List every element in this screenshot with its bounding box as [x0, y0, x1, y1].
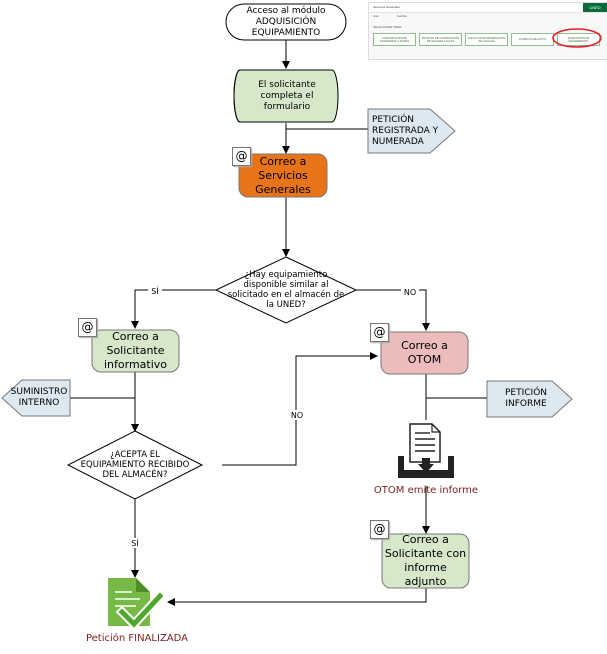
email-solicitante-label: Correo a Solicitante informativo [103, 330, 168, 371]
module-screenshot: Servicios Generales UNED Ana Garrido SEL… [368, 2, 607, 60]
at-sign-icon: @ [370, 520, 389, 539]
start-terminator [225, 3, 347, 41]
decision-2-label: ¿ACEPTA EL EQUIPAMIENTO RECIBIDO DEL ALM… [80, 450, 190, 480]
email-sg-shape [238, 153, 328, 198]
branch-yes-2: SÍ [128, 538, 142, 548]
decision-1-label: ¿Hay equipamiento disponible similar al … [227, 270, 345, 310]
email-report-shape [381, 533, 470, 589]
suministro-label: SUMINISTRO INTERNO [10, 387, 68, 408]
screenshot-tab[interactable]: PETICIÓN DE CLIMATIZACIÓN DE SALONES / A… [419, 33, 462, 46]
otom-report-label: OTOM emite informe [373, 484, 479, 496]
printer-report-icon [398, 423, 454, 478]
at-sign-icon: @ [370, 323, 389, 342]
email-sg-label: Correo a Servicios Generales [255, 154, 311, 196]
uned-logo: UNED [583, 3, 607, 12]
registered-label: PETICIÓN REGISTRADA Y NUMERADA [372, 114, 439, 147]
branch-yes-1: SÍ [148, 286, 162, 296]
suministro-shape [1, 379, 71, 417]
end-label: Petición FINALIZADA [85, 632, 189, 644]
document-check-icon [108, 578, 167, 631]
branch-no-2: NO [288, 410, 306, 420]
email-otom-label: Correo a OTOM [401, 339, 448, 366]
screenshot-tab-adquisicion[interactable]: ADQUISICIÓN DE EQUIPAMIENTO [557, 33, 600, 46]
registered-shape [367, 108, 456, 154]
email-report-label: Correo a Solicitante con informe adjunto [384, 533, 467, 588]
at-sign-icon: @ [232, 147, 251, 166]
screenshot-title: Servicios Generales [373, 5, 400, 9]
at-sign-icon: @ [78, 318, 97, 337]
start-label: Acceso al módulo ADQUISICIÓN EQUIPAMIENT… [246, 5, 326, 38]
screenshot-section: SELECCIONE TEMA [373, 25, 402, 29]
screenshot-user-value: Garrido [397, 14, 408, 18]
peticion-informe-shape [486, 380, 573, 418]
form-label: El solicitante completa el formulario [258, 79, 316, 112]
peticion-informe-label: PETICIÓN INFORME [504, 388, 548, 409]
branch-no-1: NO [401, 287, 419, 297]
decision-2-shape [66, 430, 204, 500]
screenshot-header: Servicios Generales UNED [369, 3, 607, 13]
decision-1-shape [214, 256, 358, 324]
screenshot-tab[interactable]: COMUNICACIÓN DE INCIDENCIAS Y AVISOS [373, 33, 416, 46]
email-solicitante-shape [91, 329, 180, 373]
screenshot-tab[interactable]: SOLICITUD DE RESERVACIÓN DE LOCALES [465, 33, 508, 46]
email-otom-shape [380, 331, 469, 375]
highlight-ellipse [552, 28, 602, 48]
screenshot-user: Ana [373, 14, 379, 18]
